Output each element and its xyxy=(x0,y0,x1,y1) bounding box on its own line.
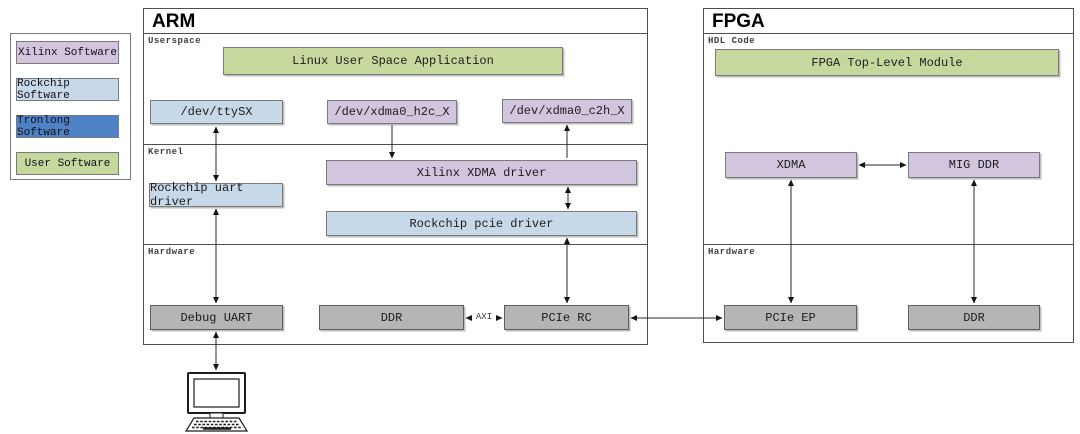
fpga-section-hardware-label: Hardware xyxy=(708,247,756,257)
fpga-title: FPGA xyxy=(712,11,765,32)
block-fpga-top-level-module: FPGA Top-Level Module xyxy=(715,49,1059,76)
block-fpga-ddr: DDR xyxy=(908,305,1040,330)
legend-item-user: User Software xyxy=(16,152,119,175)
arm-hardware-divider xyxy=(144,244,647,245)
block-debug-uart: Debug UART xyxy=(150,305,283,330)
block-mig-ddr: MIG DDR xyxy=(908,152,1040,178)
block-pcie-ep: PCIe EP xyxy=(724,305,857,330)
arm-section-kernel-label: Kernel xyxy=(148,147,184,157)
block-dev-xdma0-h2c: /dev/xdma0_h2c_X xyxy=(327,100,457,124)
fpga-hardware-divider xyxy=(704,244,1073,245)
fpga-header-divider xyxy=(704,33,1073,34)
arm-title: ARM xyxy=(152,11,196,32)
arm-kernel-divider xyxy=(144,144,647,145)
block-xdma: XDMA xyxy=(725,152,857,178)
block-dev-xdma0-c2h: /dev/xdma0_c2h_X xyxy=(502,99,632,123)
block-arm-ddr: DDR xyxy=(319,305,464,330)
block-pcie-rc: PCIe RC xyxy=(504,305,629,330)
axi-bus-label: AXI xyxy=(472,312,496,322)
legend: Xilinx Software Rockchip Software Tronlo… xyxy=(10,33,131,180)
block-dev-ttysx: /dev/ttySX xyxy=(150,100,283,124)
block-rockchip-uart-driver: Rockchip uart driver xyxy=(149,181,283,209)
legend-item-tronlong: Tronlong Software xyxy=(16,115,119,139)
arm-section-hardware-label: Hardware xyxy=(148,247,196,257)
fpga-section-hdl-label: HDL Code xyxy=(708,36,756,46)
legend-item-rockchip: Rockchip Software xyxy=(16,78,119,102)
arm-header-divider xyxy=(144,33,647,34)
arm-section-userspace-label: Userspace xyxy=(148,36,202,46)
block-linux-user-space-application: Linux User Space Application xyxy=(223,47,563,75)
host-computer-icon xyxy=(184,372,249,432)
block-xilinx-xdma-driver: Xilinx XDMA driver xyxy=(326,160,637,185)
block-rockchip-pcie-driver: Rockchip pcie driver xyxy=(326,211,637,236)
legend-item-xilinx: Xilinx Software xyxy=(16,41,119,64)
